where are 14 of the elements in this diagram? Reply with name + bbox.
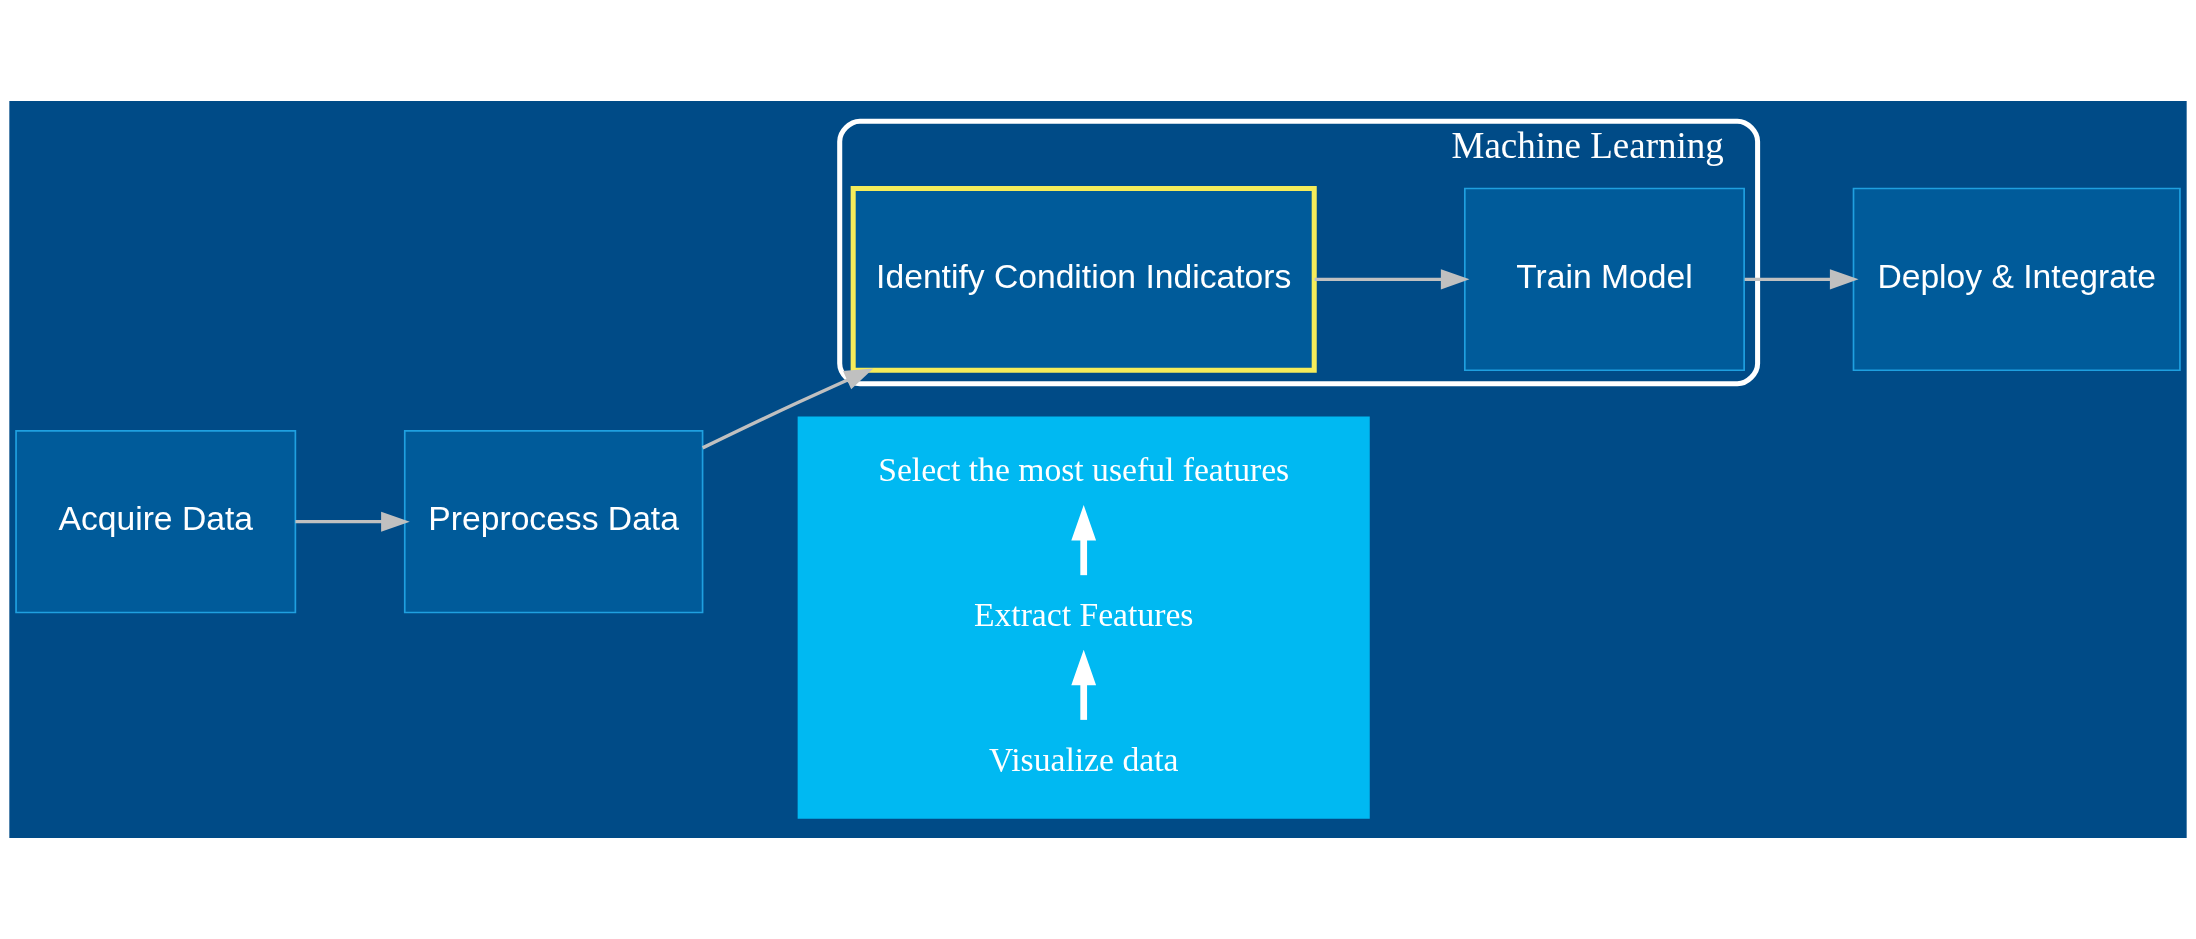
node-box: Identify Condition Indicators (850, 185, 1317, 373)
node-box: Deploy & Integrate (1852, 187, 2181, 372)
node-text: Extract Features (973, 595, 1194, 633)
arrow (1314, 269, 1470, 290)
node-box: Acquire Data (15, 429, 297, 614)
node-text: Visualize data (988, 740, 1179, 778)
cluster (797, 416, 1370, 819)
arrow (1744, 269, 1859, 290)
node-text: Select the most useful features (878, 451, 1290, 489)
arrow (701, 368, 874, 450)
node-box: Train Model (1464, 187, 1745, 372)
arrow (1071, 505, 1097, 576)
arrow (295, 511, 410, 532)
node-box: Preprocess Data (403, 429, 704, 614)
